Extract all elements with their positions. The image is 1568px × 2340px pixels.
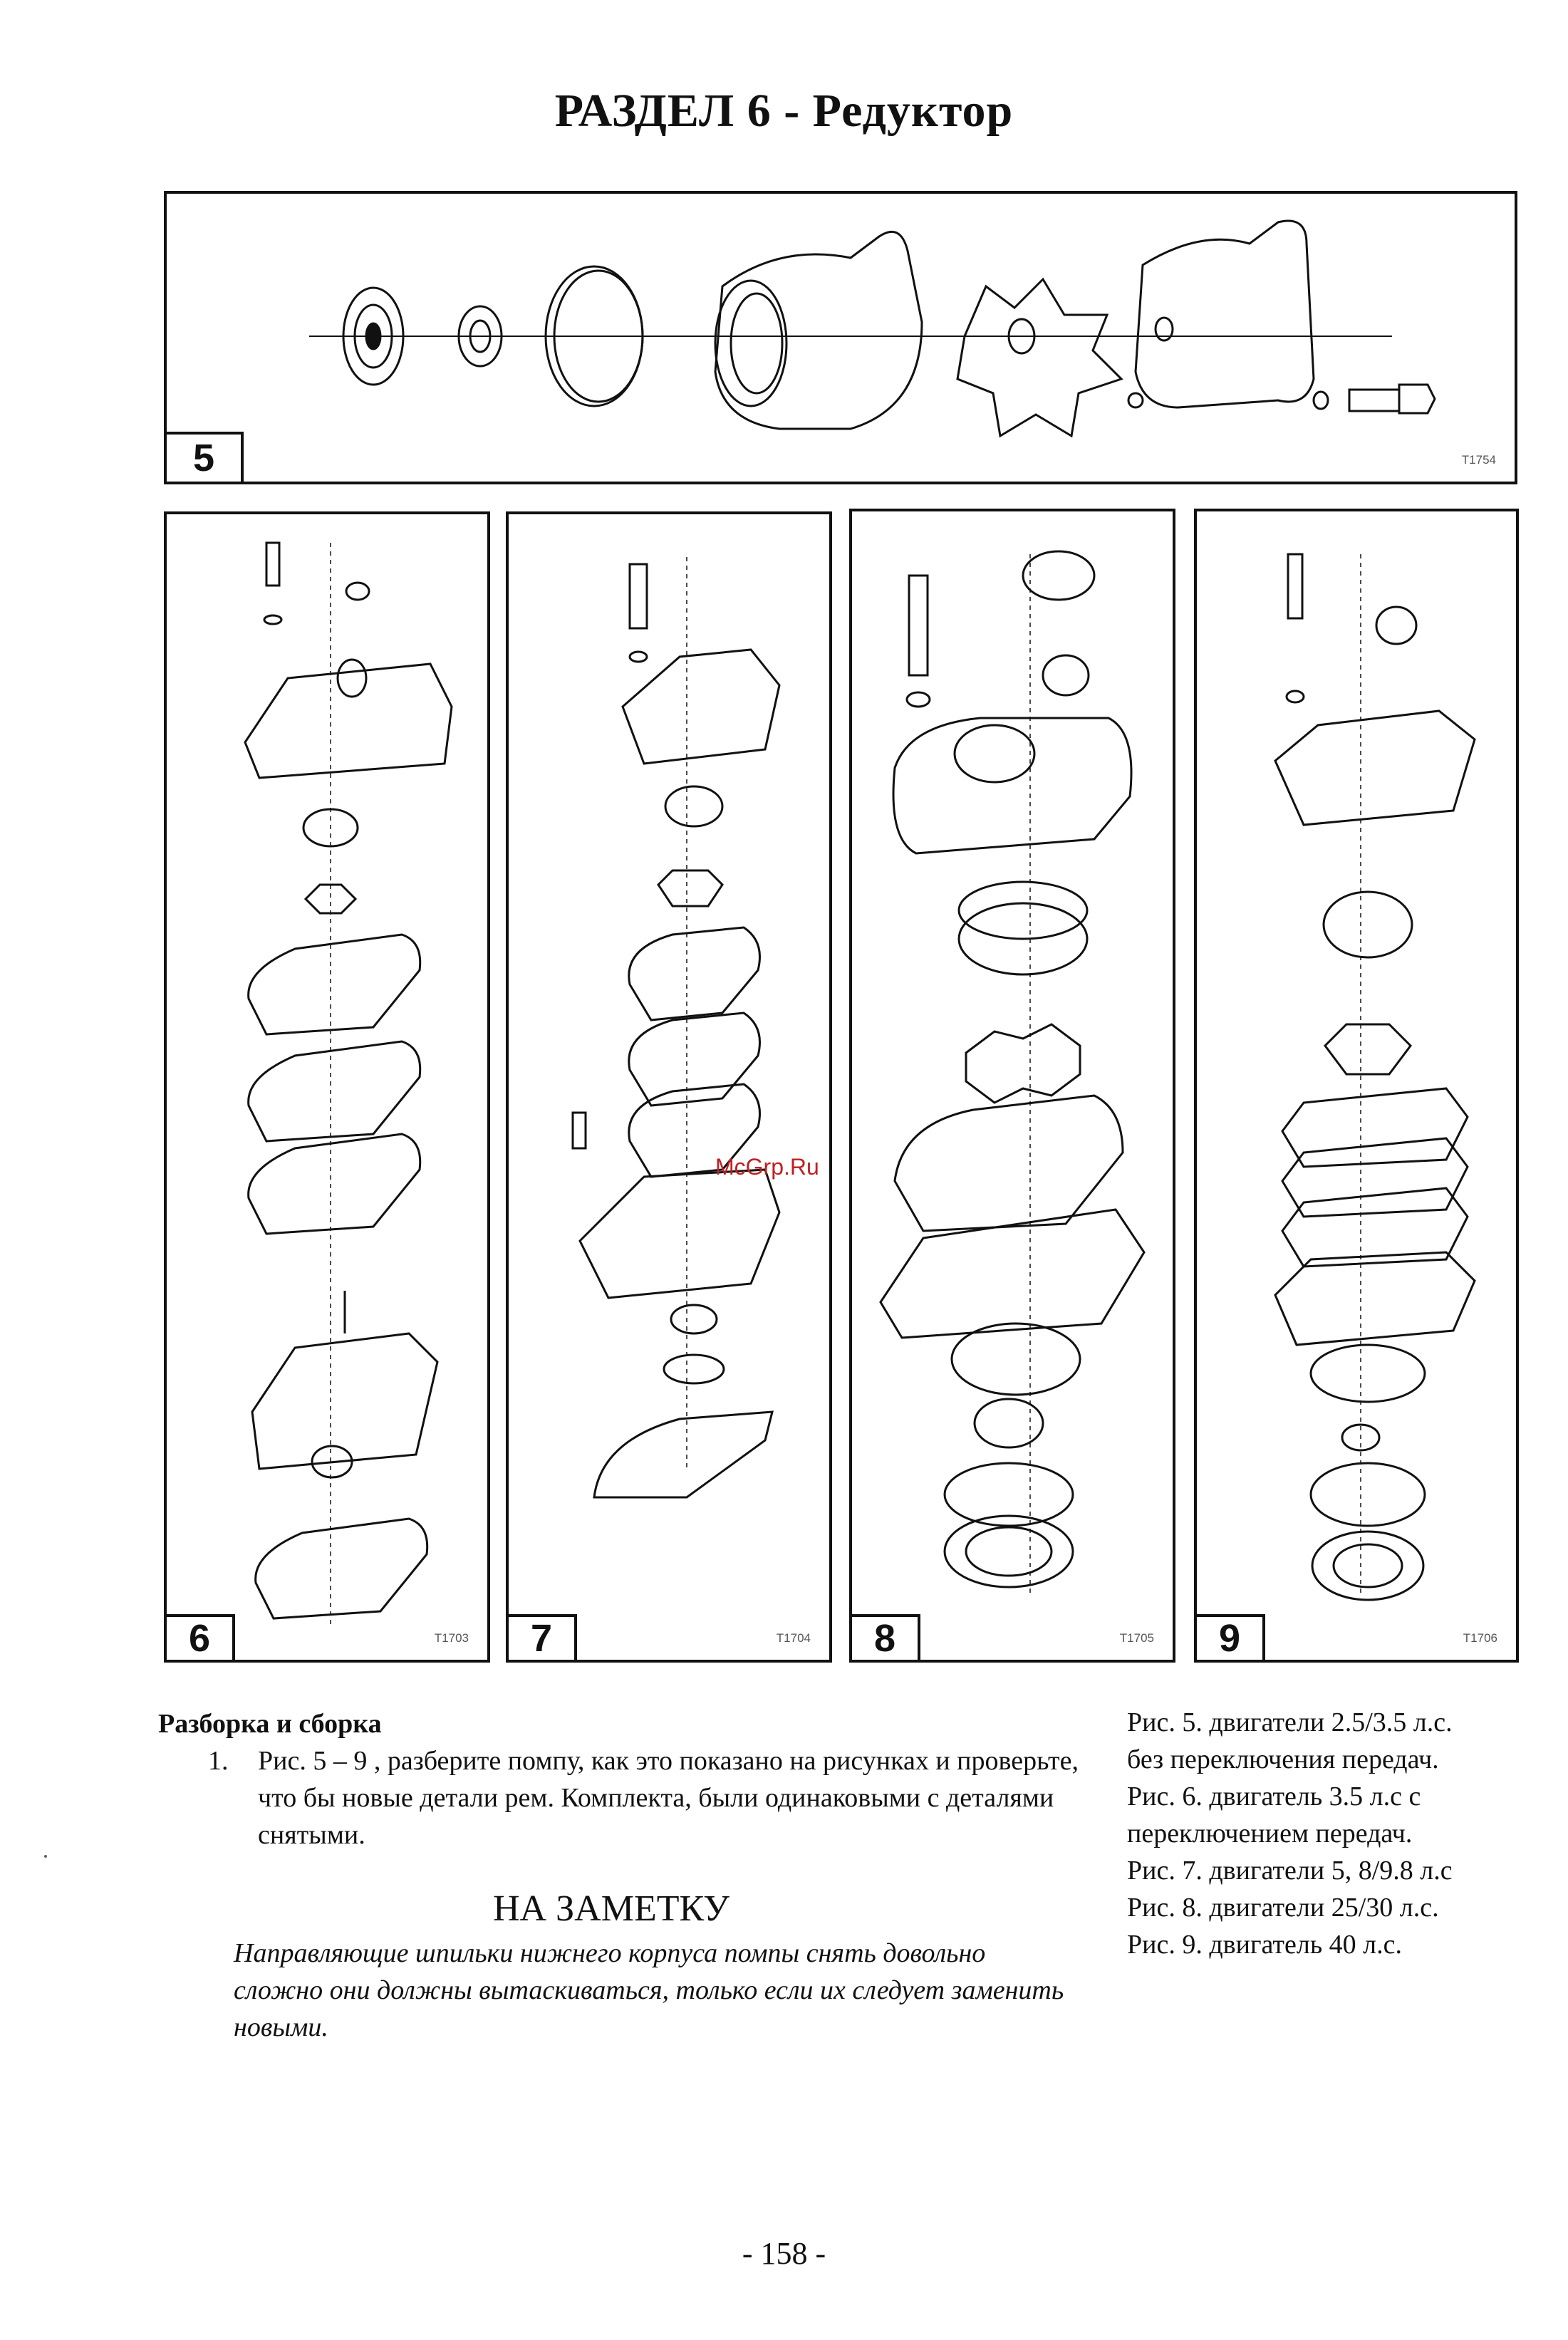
- figure-6-number: 6: [167, 1614, 235, 1660]
- figure-8-number: 8: [852, 1614, 920, 1660]
- note-title: НА ЗАМЕТКУ: [493, 1888, 730, 1929]
- figure-9-panel: 9 T1706: [1194, 509, 1519, 1663]
- figure-6-panel: 6 T1703: [164, 511, 490, 1663]
- pump-parts-drawing-7: [509, 514, 829, 1660]
- caption-line: Рис. 8. двигатели 25/30 л.с.: [1127, 1893, 1439, 1923]
- figure-7-code: T1704: [776, 1631, 811, 1645]
- caption-line: без переключения передач.: [1127, 1744, 1439, 1774]
- scan-speck: [44, 1855, 47, 1858]
- figure-5-number: 5: [167, 432, 244, 482]
- section-heading: Разборка и сборка: [158, 1709, 382, 1739]
- caption-line: Рис. 6. двигатель 3.5 л.с с: [1127, 1782, 1421, 1811]
- figure-8-code: T1705: [1119, 1631, 1154, 1645]
- water-pump-exploded-drawing: [167, 194, 1515, 482]
- caption-line: переключением передач.: [1127, 1819, 1413, 1848]
- figure-5-code: T1754: [1461, 453, 1496, 467]
- figure-9-number: 9: [1197, 1614, 1265, 1660]
- caption-line: Рис. 5. двигатели 2.5/3.5 л.с.: [1127, 1707, 1453, 1737]
- caption-line: Рис. 7. двигатели 5, 8/9.8 л.с: [1127, 1856, 1453, 1886]
- pump-parts-drawing-8: [852, 511, 1173, 1660]
- figure-9-code: T1706: [1463, 1631, 1497, 1645]
- figure-6-code: T1703: [434, 1631, 469, 1645]
- figure-5-panel: 5 T1754: [164, 191, 1517, 484]
- watermark: McGrp.Ru: [715, 1154, 819, 1180]
- pump-parts-drawing-6: [167, 514, 487, 1660]
- page-number: - 158 -: [742, 2236, 826, 2271]
- figure-captions: Рис. 5. двигатели 2.5/3.5 л.с. без перек…: [1127, 1704, 1540, 1963]
- figure-7-number: 7: [509, 1614, 577, 1660]
- caption-line: Рис. 9. двигатель 40 л.с.: [1127, 1930, 1403, 1960]
- pump-parts-drawing-9: [1197, 511, 1516, 1660]
- figure-7-panel: 7 T1704: [506, 511, 832, 1663]
- note-text: Направляющие шпильки нижнего корпуса пом…: [234, 1938, 1064, 2042]
- figure-8-panel: 8 T1705: [849, 509, 1175, 1663]
- step-number: 1.: [208, 1746, 229, 1776]
- page-title: РАЗДЕЛ 6 - Редуктор: [554, 85, 1014, 137]
- step-text: Рис. 5 – 9 , разберите помпу, как это по…: [258, 1746, 1079, 1850]
